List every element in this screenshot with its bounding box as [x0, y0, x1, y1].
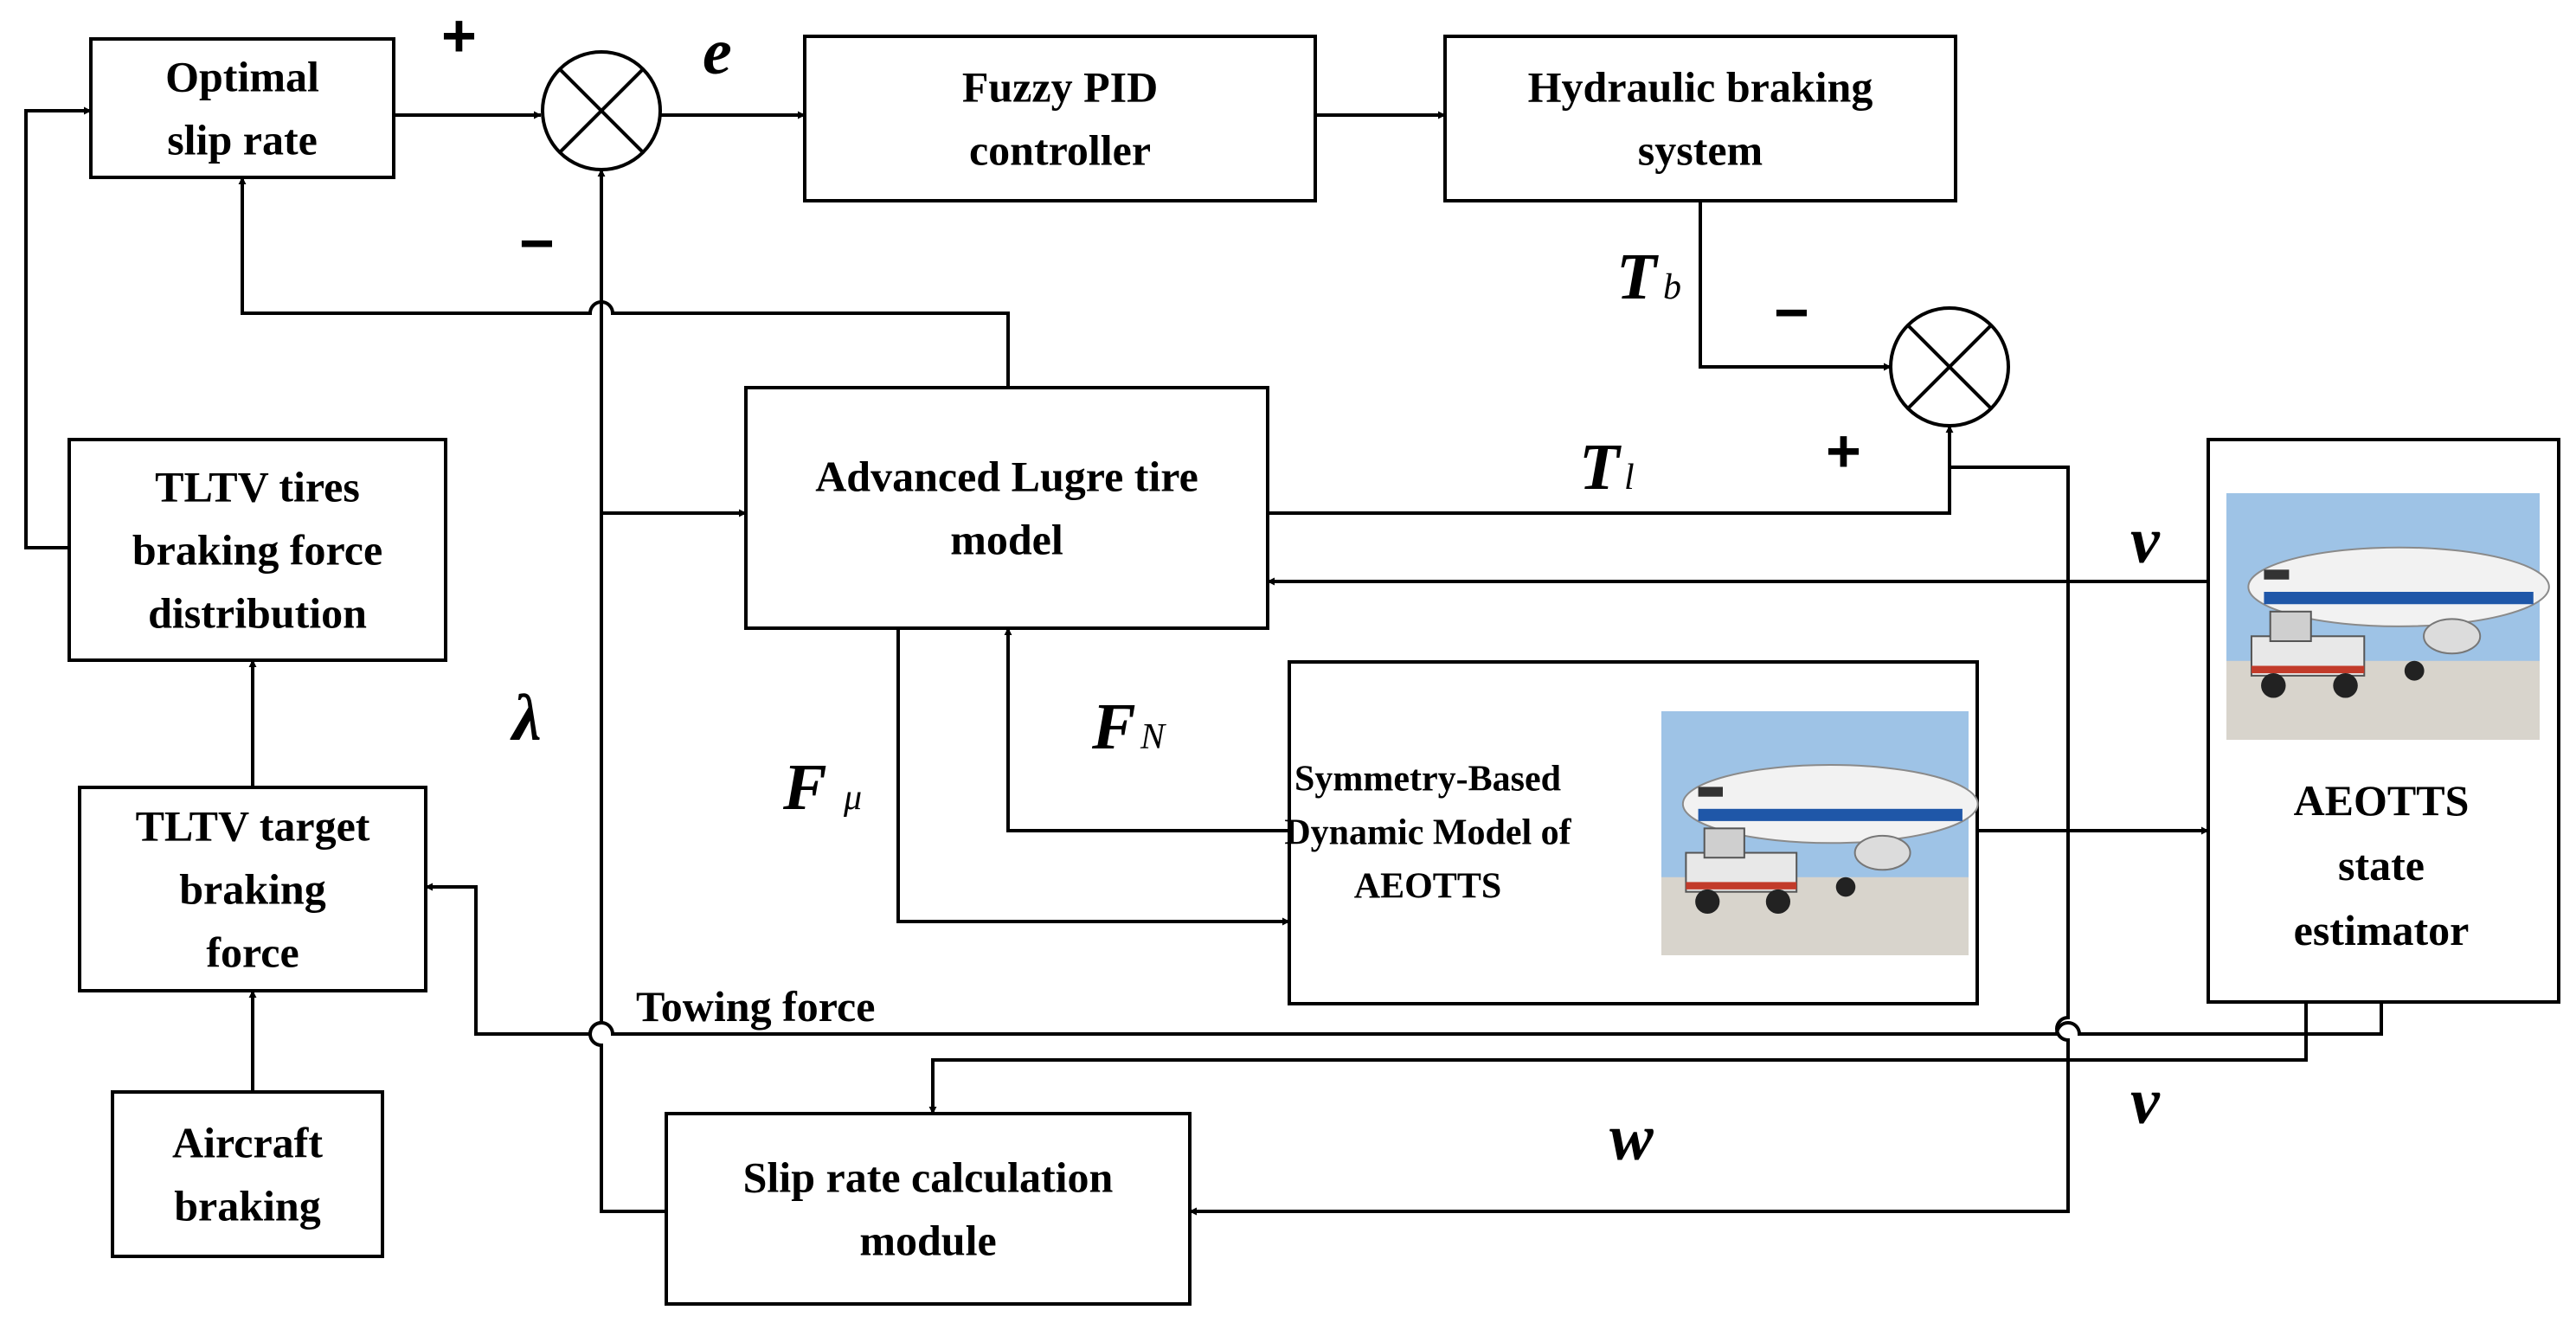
towing-force-label: Towing force [636, 982, 875, 1031]
tb-wire [1699, 201, 1892, 371]
fn-wire [1004, 627, 1289, 832]
aircraft-braking-block [111, 1090, 384, 1258]
tltv-dist-label-line: distribution [148, 589, 367, 638]
optimal-slip-label-line: Optimal [165, 53, 319, 101]
lugre-label-line: Advanced Lugre tire [815, 453, 1198, 501]
hydraulic-block [1443, 35, 1957, 202]
slip-calc-label-line: module [859, 1217, 996, 1265]
hydraulic-label-line: Hydraulic braking [1528, 63, 1873, 112]
sum2-plus-sign: + [1826, 417, 1861, 485]
symmetry-model-label-line: Symmetry-Based [1294, 760, 1561, 800]
tl-wire [1268, 425, 1954, 515]
slip-calc-block [665, 1112, 1192, 1306]
signal-e-label: e [703, 16, 732, 88]
lugre-block [744, 386, 1269, 630]
optimal-slip-block [89, 37, 395, 179]
symmetry-model-label-line: Dynamic Model of [1284, 813, 1571, 853]
estimator-label-line: estimator [2294, 906, 2470, 954]
tltv-target-label-line: braking [179, 865, 326, 914]
fuzzy-pid-label-line: controller [969, 126, 1151, 175]
lambda-wire [588, 169, 666, 1213]
signal-tl-subscript: l [1624, 458, 1635, 498]
error-summing-junction-cross [558, 67, 645, 154]
hydraulic-label-line: system [1638, 126, 1763, 175]
signal-tl-label: T [1579, 431, 1622, 504]
signal-tb-label: T [1616, 241, 1659, 313]
signal-fmu-subscript: μ [843, 778, 862, 818]
sum1-minus-sign: − [519, 209, 555, 277]
tltv-target-block [78, 786, 427, 992]
aircraft-tug-photo [1661, 711, 1979, 955]
signal-fn-subscript: N [1140, 717, 1166, 757]
photos [1661, 493, 2550, 955]
signal-fmu-label: F [782, 751, 827, 824]
estimator-aircraft-photo [2226, 493, 2550, 740]
lugre-label-line: model [950, 516, 1063, 564]
distribution-to-optimal-wire [24, 106, 92, 549]
symmetry-model-label-line: AEOTTS [1354, 867, 1501, 907]
signal-tb-subscript: b [1663, 267, 1681, 307]
tltv-target-label-line: force [206, 928, 299, 977]
tltv-dist-label-line: braking force [132, 526, 382, 575]
tltv-dist-label-line: TLTV tires [155, 463, 360, 511]
slip-calc-label-line: Slip rate calculation [743, 1153, 1114, 1202]
fmu-wire [896, 628, 1290, 926]
estimator-label-line: AEOTTS [2294, 776, 2470, 825]
fuzzy-pid-label-line: Fuzzy PID [962, 63, 1158, 112]
signal-wires [24, 106, 2383, 1216]
signal-v-bottom-label: v [2130, 1065, 2161, 1138]
sum1-plus-sign: + [441, 2, 477, 69]
diagram-blocks [67, 35, 2560, 1306]
fuzzy-pid-block [803, 35, 1317, 202]
aircraft-braking-label-line: braking [174, 1182, 321, 1230]
tltv-target-label-line: TLTV target [136, 802, 370, 851]
torque-summing-junction-cross [1906, 324, 1993, 410]
estimator-label-line: state [2338, 841, 2425, 889]
signal-w-label: w [1609, 1101, 1654, 1174]
towing-force-wire [425, 883, 2383, 1036]
optimal-slip-label-line: slip rate [167, 116, 318, 164]
tltv-dist-block [67, 438, 447, 662]
diagram-texts: Optimal slip rate Fuzzy PID controller Hydra… [132, 2, 2470, 1265]
signal-lambda-label: λ [510, 682, 542, 755]
aircraft-braking-label-line: Aircraft [172, 1119, 323, 1167]
sum2-minus-sign: − [1774, 279, 1809, 346]
lugre-to-optimal-wire [238, 177, 1010, 388]
signal-v-top-label: v [2130, 504, 2161, 577]
signal-fn-label: F [1091, 690, 1136, 763]
v-to-slip-wire [928, 1002, 2308, 1114]
